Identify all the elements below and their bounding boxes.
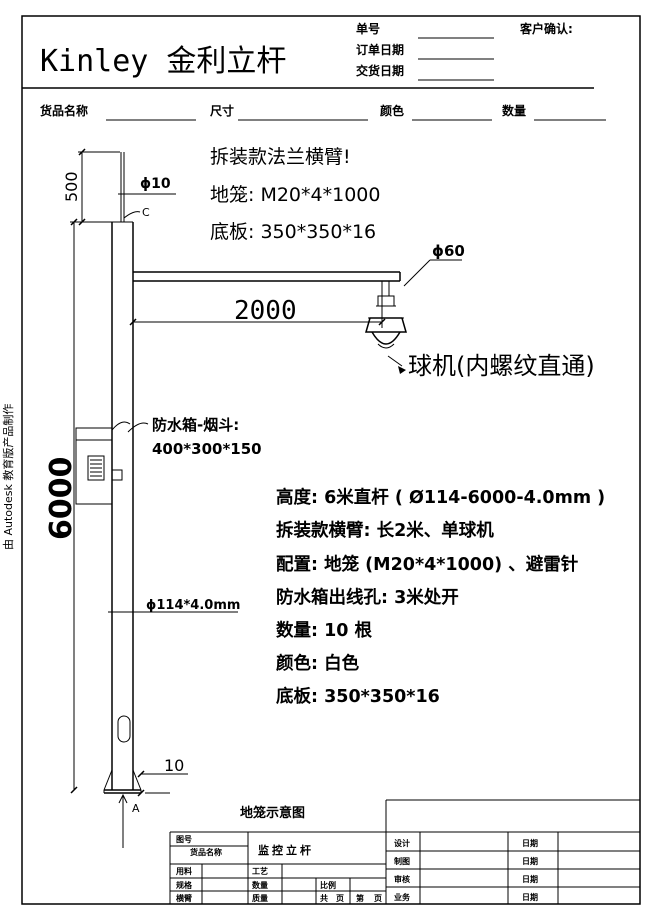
delivery-date-label: 交货日期 [356,64,405,78]
note-ground-cage: 地笼: M20*4*1000 [210,184,381,206]
tb-goods-name: 货品名称 [190,848,222,857]
spec-quantity: 数量: 10 根 [276,621,373,641]
brand-title: Kinley 金利立杆 [40,44,287,79]
tb-process: 工艺 [252,867,268,876]
spec-outlet: 防水箱出线孔: 3米处开 [276,588,459,608]
tb-date-1: 日期 [522,839,538,848]
tb-date-3: 日期 [522,875,538,884]
customer-confirm-label: 客户确认: [520,22,573,36]
box-label: 防水箱-烟斗: [152,416,240,434]
note-base-plate: 底板: 350*350*16 [210,221,377,243]
camera-label: 球机(内螺纹直通) [408,352,595,380]
tb-page-unit: 页 [336,894,344,903]
dim-rod-length: 500 [62,171,81,202]
tb-material: 用料 [176,867,192,876]
tb-sheet: 第 [356,894,364,903]
spec-config: 配置: 地笼 (M20*4*1000) 、避雷针 [276,555,579,575]
tb-spec: 规格 [176,881,192,890]
dim-arm-dia: ϕ60 [432,242,465,260]
a-label: A [132,802,140,815]
tb-review: 审核 [394,875,410,884]
dim-arm-length: 2000 [234,296,297,326]
size-label: 尺寸 [210,104,235,118]
tb-total: 共 [320,894,328,903]
tb-project: 监控立杆 [258,844,314,857]
spec-height: 高度: 6米直杆 ( Ø114-6000-4.0mm ) [276,488,606,508]
goods-name-label: 货品名称 [40,104,89,118]
tb-drafting: 制图 [394,857,410,866]
color-label: 颜色 [380,104,405,118]
tb-date-4: 日期 [522,893,538,902]
order-no-label: 单号 [356,22,381,36]
tb-quality: 质量 [252,894,268,903]
tb-page-unit-2: 页 [374,894,382,903]
tb-drawing-no: 图号 [176,835,192,844]
ground-cage-title: 地笼示意图 [240,806,306,821]
note-flange-arm: 拆装款法兰横臂! [210,146,351,168]
dim-rod-dia: ϕ10 [140,176,171,192]
tb-business: 业务 [394,893,410,902]
spec-base: 底板: 350*350*16 [276,687,440,707]
order-date-label: 订单日期 [356,43,405,57]
spec-arm: 拆装款横臂: 长2米、单球机 [276,521,494,541]
dim-base-thk: 10 [164,756,185,775]
c-label: C [142,206,150,219]
spec-color: 颜色: 白色 [276,654,360,674]
tb-scale: 比例 [320,881,336,890]
dim-pole-height: 6000 [44,456,79,541]
tb-crossarm: 横臂 [176,894,192,903]
tb-quantity: 数量 [252,881,268,890]
box-size: 400*300*150 [152,440,262,458]
tb-date-2: 日期 [522,857,538,866]
autodesk-watermark: 由 Autodesk 教育版产品制作 [2,403,15,550]
quantity-label: 数量 [502,104,527,118]
dim-pole-spec: ϕ114*4.0mm [146,598,241,613]
tb-design: 设计 [394,839,410,848]
